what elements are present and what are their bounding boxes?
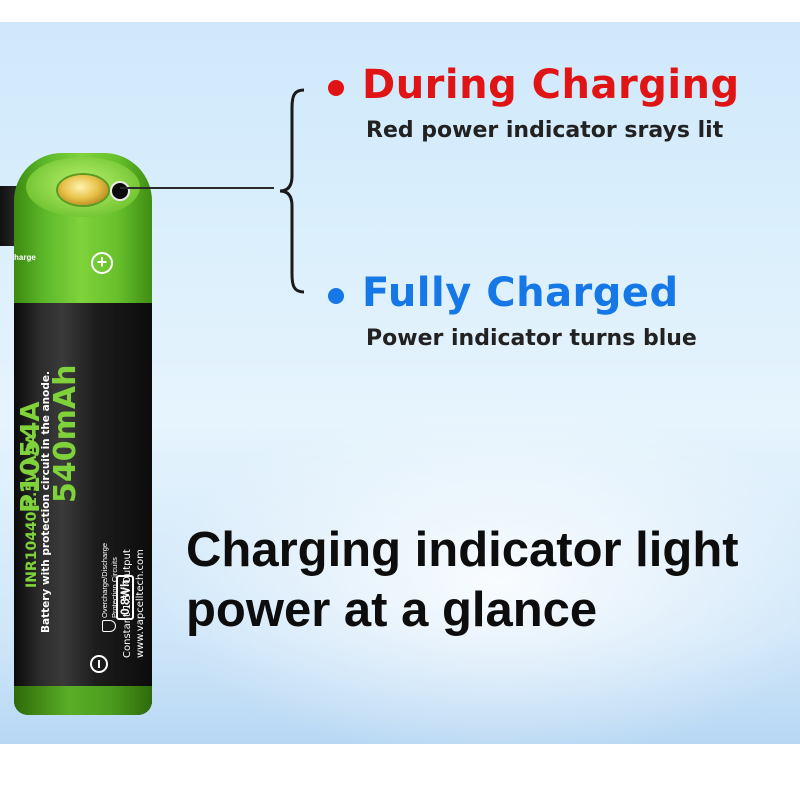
status-charged: Fully Charged Power indicator turns blue <box>328 270 697 351</box>
status-charging: During Charging Red power indicator sray… <box>328 62 740 143</box>
headline-line-2: power at a glance <box>186 583 598 637</box>
headline-line-1: Charging indicator light <box>186 523 739 577</box>
battery-body <box>14 298 152 715</box>
minus-terminal-icon <box>90 655 108 673</box>
curly-brace <box>279 88 305 294</box>
status-charged-description: Power indicator turns blue <box>366 326 697 351</box>
protection-line-1: Overcharge/Discharge <box>100 542 109 618</box>
battery-output: Constant 1.5V Output <box>122 549 133 658</box>
battery-description: Battery with protection circuit in the a… <box>40 371 52 633</box>
connector-line <box>120 187 274 189</box>
status-charging-description: Red power indicator srays lit <box>366 118 724 143</box>
positive-terminal <box>58 175 108 205</box>
battery-bottom-band <box>14 686 152 715</box>
battery-capacity: 540mAh <box>48 364 83 503</box>
status-charging-title: During Charging <box>362 62 740 108</box>
protection-line-2: Protection Circuits <box>110 557 119 618</box>
battery-side-label: harge <box>14 253 36 262</box>
headline: Charging indicator light power at a glan… <box>186 520 796 640</box>
battery-website: www.vapcelltech.com <box>135 549 146 658</box>
blue-bullet-icon <box>328 287 344 304</box>
status-charged-title: Fully Charged <box>362 270 679 316</box>
shield-icon <box>102 620 116 632</box>
red-bullet-icon <box>328 79 344 96</box>
battery-label-text: INR10440 1.5V AAA 540mAh P1054A Battery … <box>14 308 152 708</box>
plus-terminal-icon: + <box>91 252 113 274</box>
indicator-light <box>110 181 130 201</box>
